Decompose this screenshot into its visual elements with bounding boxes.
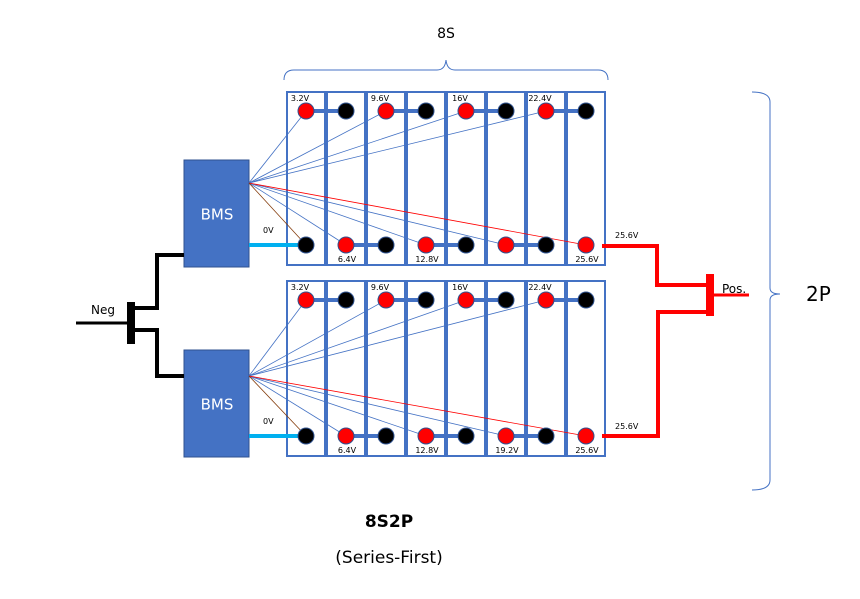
sense-wire — [248, 375, 427, 437]
neg-label: Neg — [91, 303, 115, 317]
sense-wire-top — [248, 375, 587, 437]
negative-terminal — [497, 102, 515, 120]
sense-wire — [248, 110, 387, 184]
positive-busbar — [602, 244, 749, 438]
negative-terminal — [577, 291, 595, 309]
positive-terminal — [457, 102, 475, 120]
voltage-label: 6.4V — [338, 446, 357, 455]
positive-terminal — [337, 236, 355, 254]
battery-cell — [326, 91, 366, 266]
battery-string-1: BMS 3.2V 9.6V 16V 22.4V 6.4V 12.8V 25.6V 0V 25.6V — [183, 91, 639, 268]
sense-wire — [248, 299, 547, 377]
sense-wire — [248, 182, 427, 246]
positive-terminal — [497, 236, 515, 254]
voltage-label: 25.6V — [575, 446, 599, 455]
pos-label: Pos. — [722, 282, 746, 296]
negative-busbar — [76, 253, 184, 378]
voltage-label: 16V — [452, 283, 468, 292]
positive-terminal — [297, 291, 315, 309]
sense-wire — [248, 182, 347, 246]
sense-wire — [248, 299, 467, 377]
battery-string-2: BMS 3.2V 9.6V 16V 22.4V 6.4V 12.8V 19.2V 25.6V 0V… — [183, 280, 639, 458]
parallel-label: 2P — [806, 282, 831, 306]
negative-terminal — [297, 236, 315, 254]
positive-terminal — [417, 236, 435, 254]
negative-terminal — [417, 102, 435, 120]
sense-wire — [248, 110, 467, 184]
sense-wire — [248, 375, 507, 437]
zero-volt-label: 0V — [263, 226, 274, 235]
positive-terminal — [377, 291, 395, 309]
positive-terminal — [577, 236, 595, 254]
negative-terminal — [417, 291, 435, 309]
sense-wire-ground — [248, 182, 307, 246]
positive-terminal — [417, 427, 435, 445]
negative-terminal — [537, 427, 555, 445]
positive-terminal — [537, 291, 555, 309]
negative-terminal — [457, 236, 475, 254]
positive-terminal — [337, 427, 355, 445]
battery-cell — [566, 280, 606, 457]
bms-box — [183, 159, 250, 268]
voltage-label: 22.4V — [528, 283, 552, 292]
voltage-label: 9.6V — [371, 283, 390, 292]
zero-volt-label: 0V — [263, 417, 274, 426]
voltage-label: 25.6V — [575, 255, 599, 264]
negative-terminal — [337, 102, 355, 120]
output-voltage-label: 25.6V — [615, 231, 639, 240]
series-label: 8S — [437, 26, 455, 42]
voltage-label: 12.8V — [415, 446, 439, 455]
negative-terminal — [537, 236, 555, 254]
positive-terminal — [497, 427, 515, 445]
battery-cell — [406, 280, 446, 457]
sense-wire — [248, 110, 307, 184]
positive-terminal — [297, 102, 315, 120]
battery-cell — [406, 91, 446, 266]
positive-terminal — [577, 427, 595, 445]
sense-wire — [248, 299, 307, 377]
negative-terminal — [297, 427, 315, 445]
battery-cell — [446, 91, 486, 266]
sense-wire — [248, 110, 547, 184]
battery-cell — [326, 280, 366, 457]
voltage-label: 6.4V — [338, 255, 357, 264]
negative-terminal — [337, 291, 355, 309]
bms-label: BMS — [201, 396, 234, 414]
battery-cell — [366, 91, 406, 266]
bms-box — [183, 349, 250, 458]
voltage-label: 3.2V — [291, 94, 310, 103]
sense-wire — [248, 182, 507, 246]
voltage-label: 12.8V — [415, 255, 439, 264]
negative-terminal — [497, 291, 515, 309]
voltage-label: 9.6V — [371, 94, 390, 103]
sense-wire-ground — [248, 375, 307, 437]
sense-wire-top — [248, 182, 587, 246]
series-brace — [283, 59, 609, 81]
output-voltage-label: 25.6V — [615, 422, 639, 431]
battery-cell — [286, 280, 326, 457]
battery-cell — [566, 91, 606, 266]
sense-wire — [248, 299, 387, 377]
positive-terminal — [457, 291, 475, 309]
voltage-label: 22.4V — [528, 94, 552, 103]
parallel-brace — [751, 91, 781, 491]
negative-terminal — [377, 427, 395, 445]
positive-terminal — [537, 102, 555, 120]
diagram-title: 8S2P — [365, 512, 413, 532]
battery-cell — [286, 91, 326, 266]
voltage-label: 16V — [452, 94, 468, 103]
bms-label: BMS — [201, 206, 234, 224]
battery-cell — [366, 280, 406, 457]
diagram-subtitle: (Series-First) — [335, 548, 442, 568]
voltage-label: 3.2V — [291, 283, 310, 292]
positive-terminal — [377, 102, 395, 120]
negative-terminal — [377, 236, 395, 254]
negative-terminal — [457, 427, 475, 445]
sense-wire — [248, 375, 347, 437]
battery-cell — [526, 91, 566, 266]
negative-terminal — [577, 102, 595, 120]
voltage-label: 19.2V — [495, 446, 519, 455]
